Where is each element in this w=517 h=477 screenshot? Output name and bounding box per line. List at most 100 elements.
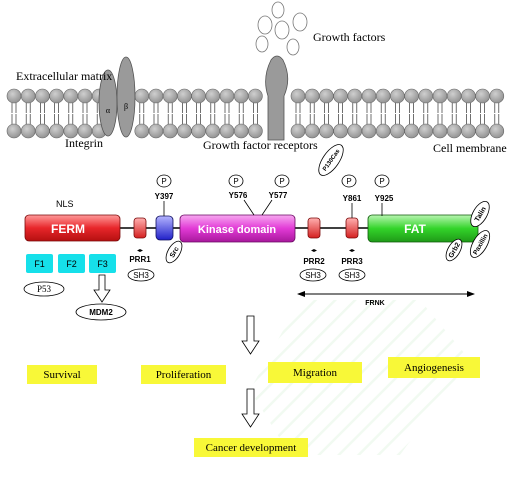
cell-membrane: [6, 88, 505, 139]
prr3-group: ◂▸ PRR3 SH3: [338, 248, 366, 282]
lipid-tail: [82, 103, 88, 113]
lipid-tail: [11, 114, 17, 124]
lipid-head: [461, 88, 476, 104]
growth-factors: [255, 1, 308, 56]
lipid-tail: [253, 103, 258, 113]
outcome-migration: Migration: [268, 362, 362, 383]
frnk-label: FRNK: [365, 300, 384, 307]
lipid-tail: [366, 114, 372, 124]
lipid-tail: [494, 114, 500, 124]
lipid-head: [404, 88, 419, 104]
extracellular-matrix-label: Extracellular matrix: [16, 69, 112, 83]
svg-text:◂▸: ◂▸: [349, 248, 355, 254]
lipid-head: [290, 88, 306, 104]
lipid-head: [418, 88, 434, 104]
lipid-tail: [196, 103, 201, 113]
f1-box: [26, 254, 53, 273]
p130cas-adaptor: P130Cas: [318, 144, 344, 176]
ferm-lobes: F1 F2 F3: [26, 254, 116, 273]
lipid-tail: [253, 114, 258, 124]
lipid-tail: [309, 114, 315, 124]
lipid-head: [233, 123, 249, 139]
lipid-head: [35, 88, 50, 104]
lipid-head: [177, 88, 192, 104]
lipid-head: [404, 123, 419, 139]
prr2-box: [307, 217, 321, 239]
lipid-tail: [380, 103, 386, 113]
lipid-head: [475, 123, 490, 139]
lipid-head: [6, 88, 22, 104]
lipid-head: [177, 123, 192, 139]
phospho-y861: P Y861: [341, 174, 362, 218]
lipid-tail: [451, 103, 457, 113]
y925-label: Y925: [375, 194, 394, 203]
lipid-tail: [295, 114, 301, 124]
lipid-tail: [54, 103, 59, 113]
outcome-cancer-development: Cancer development: [194, 438, 308, 457]
integrin: α β: [98, 56, 136, 138]
lipid-head: [162, 123, 178, 139]
lipid-head: [162, 88, 178, 104]
src-label: Src: [169, 246, 181, 259]
lipid-head: [191, 123, 206, 139]
lipid-head: [134, 123, 150, 139]
lipid-head: [475, 88, 490, 104]
outcome-angiogenesis: Angiogenesis: [388, 357, 480, 378]
lipid-head: [191, 88, 206, 104]
lipid-tail: [182, 103, 187, 113]
svg-text:◂▸: ◂▸: [311, 248, 317, 254]
mdm2-label: MDM2: [89, 308, 113, 317]
prr1-label: PRR1: [129, 255, 151, 264]
lipid-head: [390, 88, 405, 104]
phospho-y925: P Y925: [374, 174, 394, 216]
phospho-y397-p: P: [161, 177, 166, 186]
survival-label: Survival: [43, 369, 80, 381]
lipid-head: [489, 88, 505, 104]
f3-to-mdm2-arrow: [93, 274, 111, 303]
lipid-tail: [139, 114, 145, 124]
lipid-tail: [494, 103, 500, 113]
lipid-tail: [309, 103, 315, 113]
down-arrow-to-outcomes: [241, 315, 260, 355]
lipid-head: [233, 88, 249, 104]
kinase-domain-label: Kinase domain: [198, 224, 277, 236]
prr1-box: [133, 217, 147, 239]
fat-label: FAT: [404, 222, 426, 236]
prr2-sh3-label: SH3: [305, 271, 321, 280]
lipid-tail: [480, 114, 485, 124]
lipid-head: [319, 88, 334, 104]
lipid-tail: [466, 103, 471, 113]
lipid-head: [219, 88, 235, 104]
f2-box: [58, 254, 85, 273]
lipid-tail: [153, 103, 159, 113]
lipid-head: [290, 123, 306, 139]
lipid-head: [446, 88, 462, 104]
phospho-y861-p: P: [346, 177, 351, 186]
ferm-domain: FERM: [24, 214, 121, 242]
lipid-head: [63, 88, 79, 104]
y397-box: [155, 215, 174, 241]
lipid-tail: [167, 114, 173, 124]
lipid-tail: [25, 103, 31, 113]
lipid-head: [390, 123, 405, 139]
lipid-tail: [82, 114, 88, 124]
lipid-tail: [324, 103, 329, 113]
lipid-head: [347, 123, 363, 139]
prr2-label: PRR2: [303, 257, 325, 266]
grb2-adaptor: Grb2: [445, 238, 463, 262]
lipid-tail: [423, 103, 429, 113]
phospho-y576: P Y576: [228, 174, 255, 216]
lipid-head: [148, 88, 164, 104]
lipid-head: [418, 123, 434, 139]
lipid-head: [319, 123, 334, 139]
lipid-head: [361, 88, 377, 104]
lipid-tail: [437, 114, 443, 124]
lipid-tail: [366, 103, 372, 113]
lipid-tail: [352, 103, 358, 113]
lipid-head: [219, 123, 235, 139]
lipid-tail: [409, 114, 414, 124]
lipid-tail: [210, 103, 216, 113]
lipid-tail: [139, 103, 145, 113]
f3-box: [89, 254, 116, 273]
lipid-tail: [224, 114, 230, 124]
